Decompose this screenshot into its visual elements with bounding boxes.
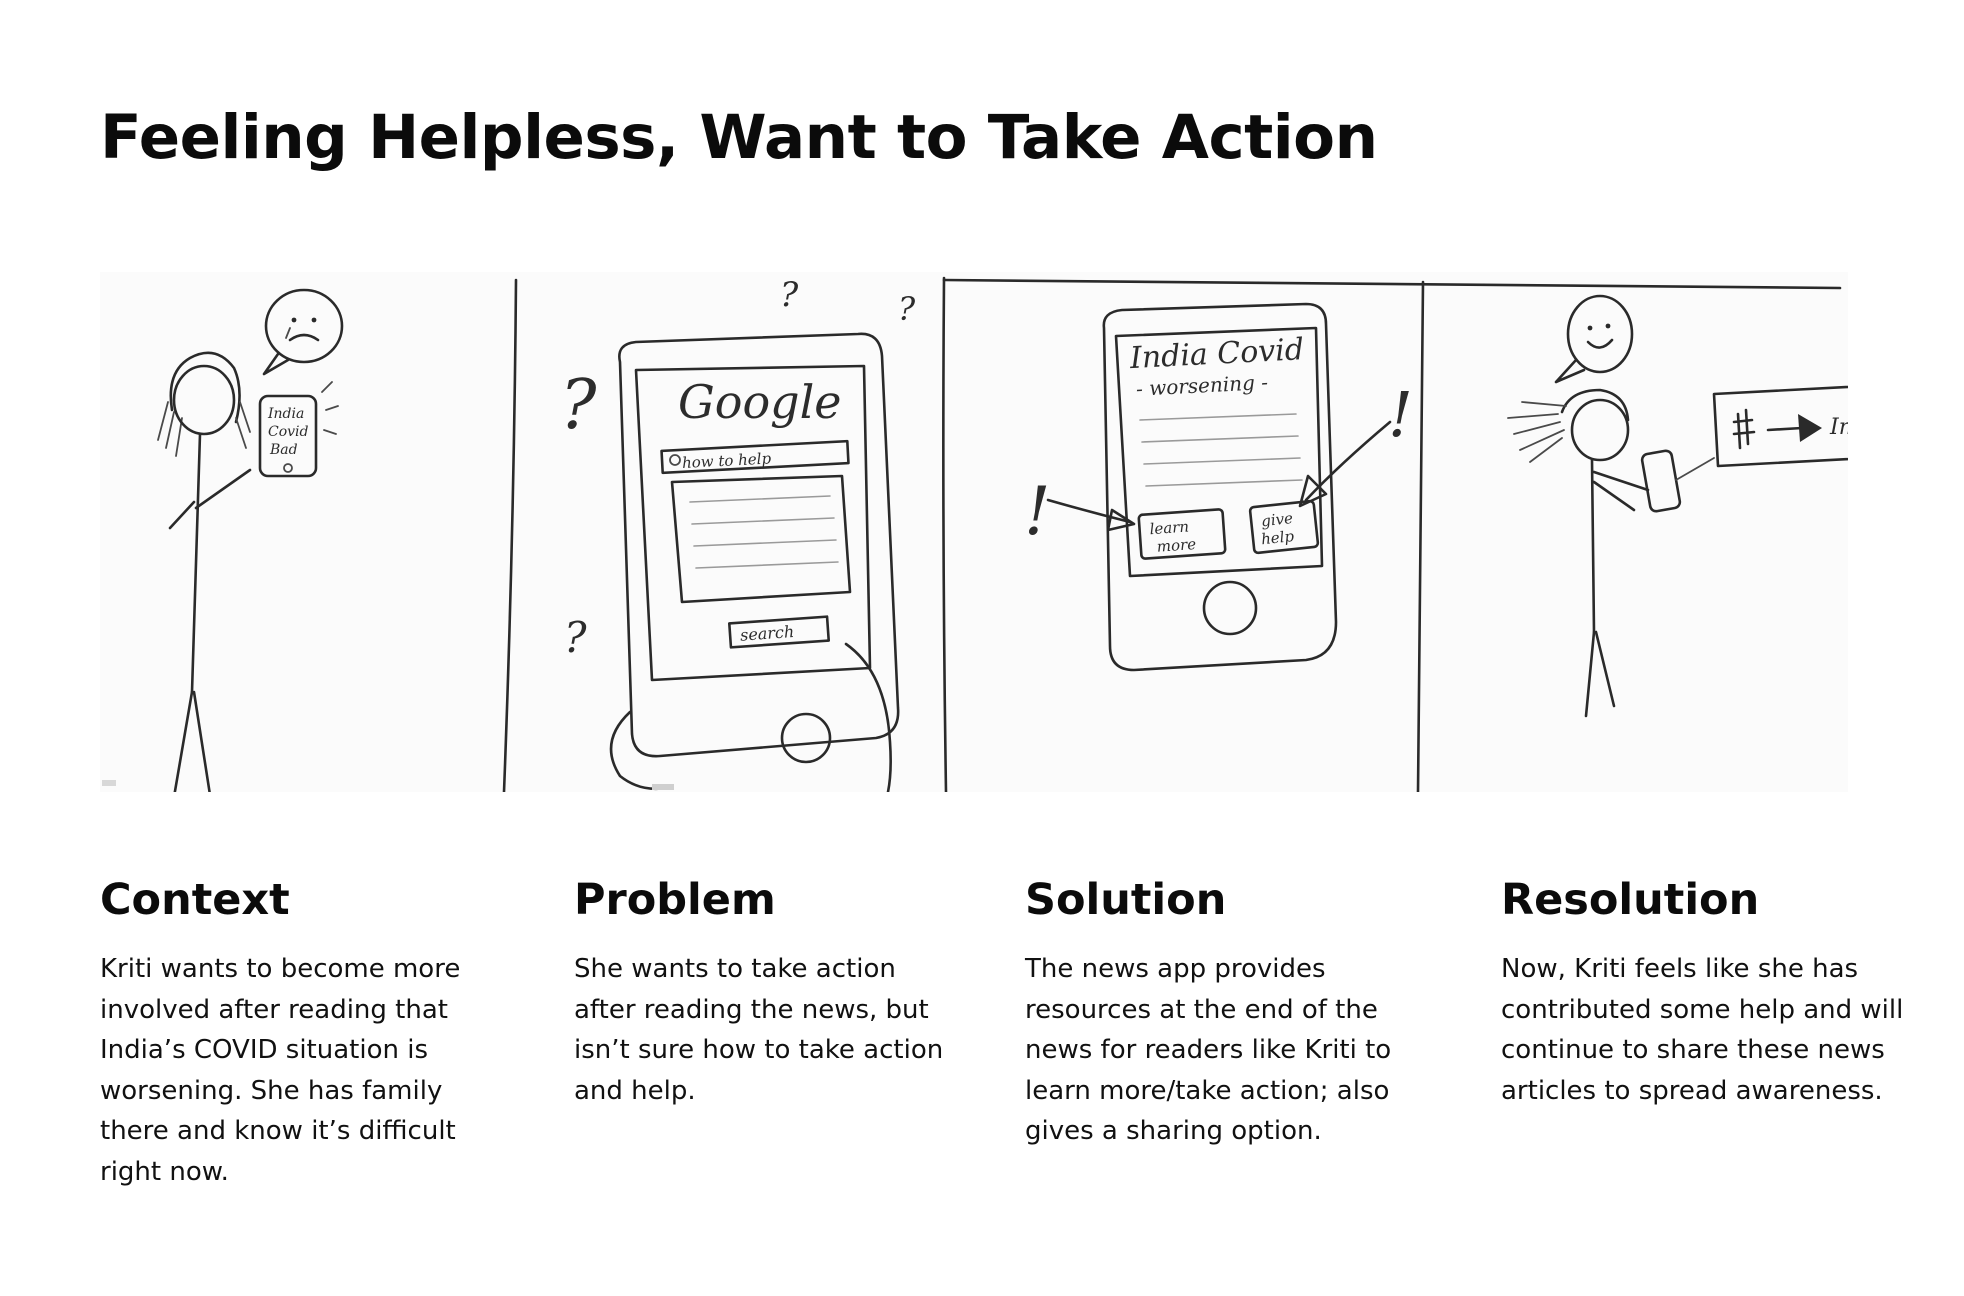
section-body: She wants to take action after reading t… [574, 954, 944, 1106]
search-query-sketch: how to help [682, 449, 772, 472]
section-body: Kriti wants to become more involved afte… [100, 954, 461, 1187]
panel-divider-1 [502, 278, 518, 792]
svg-text:more: more [1156, 535, 1197, 556]
stick-figure-icon [1507, 388, 1650, 718]
panel-context: India Covid Bad [102, 288, 344, 792]
phone-sketch-icon [1640, 449, 1715, 513]
section-problem: Problem She wants to take action after r… [574, 875, 994, 1111]
section-context: Context Kriti wants to become more invol… [100, 875, 520, 1192]
panel-problem: Google how to help search ? ? ? ? [560, 275, 916, 792]
section-heading: Context [100, 875, 290, 925]
phone-text-2: Covid [268, 424, 309, 440]
learn-more-button-sketch: learn more [1137, 508, 1227, 560]
section-body: Now, Kriti feels like she has contribute… [1501, 954, 1904, 1106]
stick-figure-icon [157, 351, 252, 792]
svg-text:learn: learn [1149, 518, 1190, 539]
panel-top-border [942, 278, 1842, 290]
google-logo-sketch: Google [678, 375, 842, 429]
svg-text:search: search [739, 622, 794, 645]
panel-divider-2 [942, 276, 948, 792]
search-button-sketch: search [727, 615, 831, 649]
sad-face-bubble-icon [262, 288, 344, 376]
page-title: Feeling Helpless, Want to Take Action [100, 102, 1378, 173]
storyboard-svg: India Covid Bad Google how to help searc… [100, 272, 1848, 792]
phone-text-1: India [267, 406, 304, 422]
arrow-to-give-help [1304, 420, 1392, 502]
storyboard-sketch: India Covid Bad Google how to help searc… [100, 272, 1848, 792]
section-solution: Solution The news app provides resources… [1025, 875, 1445, 1152]
share-destination-sketch: India [1829, 415, 1848, 440]
share-to-india-card: India [1712, 385, 1848, 468]
svg-text:help: help [1260, 527, 1295, 548]
arrow-to-learn-more [1046, 498, 1132, 524]
section-heading: Problem [574, 875, 776, 925]
question-mark-1: ? [780, 275, 799, 315]
section-heading: Resolution [1501, 875, 1760, 925]
section-resolution: Resolution Now, Kriti feels like she has… [1501, 875, 1921, 1111]
question-mark-3: ? [560, 366, 597, 445]
give-help-button-sketch: give help [1248, 499, 1320, 555]
phone-text-3: Bad [269, 442, 298, 458]
question-mark-4: ? [564, 613, 587, 662]
panel-resolution: India [1507, 294, 1848, 718]
search-box-sketch: how to help [660, 439, 850, 475]
happy-face-bubble-icon [1554, 294, 1634, 384]
question-mark-2: ? [898, 290, 916, 328]
phone-outline [618, 332, 900, 758]
phone-outline [1102, 302, 1338, 672]
svg-text:give: give [1260, 509, 1294, 530]
phone-sketch-icon: India Covid Bad [258, 381, 339, 478]
panel-divider-3 [1416, 280, 1425, 792]
section-heading: Solution [1025, 875, 1227, 925]
exclamation-mark-1: ! [1024, 473, 1051, 550]
section-body: The news app provides resources at the e… [1025, 954, 1392, 1147]
exclamation-mark-2: ! [1388, 378, 1413, 451]
